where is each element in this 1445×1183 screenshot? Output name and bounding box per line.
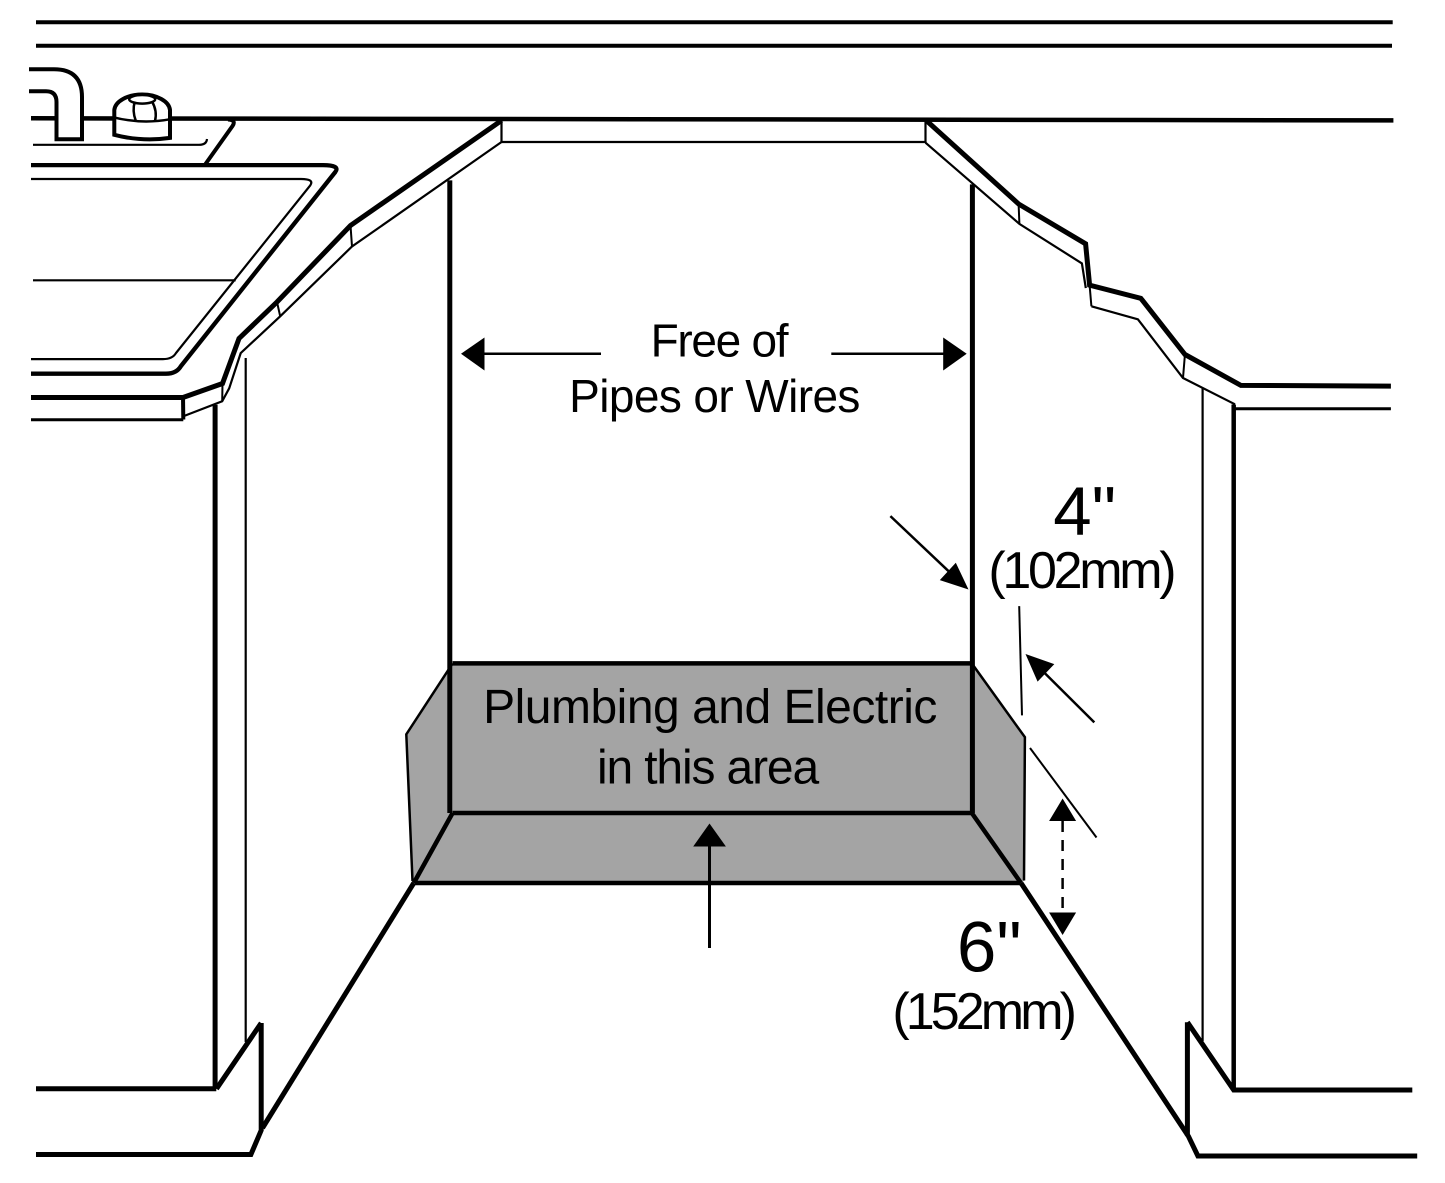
svg-text:in this area: in this area [597, 741, 819, 794]
svg-text:4": 4" [1053, 473, 1116, 550]
svg-text:Free of: Free of [651, 314, 789, 366]
svg-text:(102mm): (102mm) [988, 542, 1174, 600]
svg-text:6": 6" [957, 908, 1022, 987]
svg-text:Pipes or Wires: Pipes or Wires [569, 370, 860, 422]
svg-text:(152mm): (152mm) [892, 983, 1074, 1041]
svg-text:Plumbing and Electric: Plumbing and Electric [483, 681, 937, 734]
